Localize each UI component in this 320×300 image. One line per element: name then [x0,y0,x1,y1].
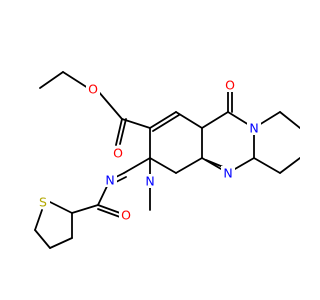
atom-n-pyrimidine: N [223,166,232,181]
bond [34,209,43,231]
ester-oxygen-single: O [86,82,100,97]
bond [97,90,123,120]
atom-s-thiophene: S [39,195,47,210]
bond [121,118,151,129]
bond [253,157,281,174]
atom-n-bridge: N [249,121,258,136]
molecule-drawing [34,71,300,249]
bond [175,111,203,129]
atom-o-amide: O [121,208,131,223]
bond [119,118,127,145]
bond [123,157,151,174]
bond [175,157,203,174]
bond [62,71,89,89]
bond [279,111,300,129]
atom-n-imine: N [105,173,114,188]
atom-o-ketone: O [225,78,235,93]
bond [97,204,121,214]
bond [97,208,121,218]
bond [49,237,73,249]
bond [39,71,64,89]
structure-canvas: O O O N N N N O [34,71,300,249]
bonds [34,71,300,249]
atom-n-methyl: N [145,174,154,189]
ketone-oxygen: O [223,78,237,93]
nitrogen-ring-bridge: N [247,121,261,136]
nitrogen-methyl: N [143,174,157,189]
nitrogen-pyrimidine: N [221,166,235,181]
atom-o-ester-single: O [88,82,98,97]
atom-o-ester-double: O [113,146,123,161]
bond [49,201,73,214]
ester-oxygen-double: O [111,146,125,161]
bond [115,118,123,146]
thiophene-sulfur: S [36,195,50,210]
amide-oxygen: O [119,208,133,223]
bond [71,204,99,214]
bond [149,157,177,174]
bond [152,114,180,132]
nitrogen-imine: N [103,173,117,188]
atom-labels: O O O N N N N O [36,77,261,223]
bond [34,229,51,249]
bond [279,157,300,174]
bond [149,111,177,129]
bond [201,111,229,129]
